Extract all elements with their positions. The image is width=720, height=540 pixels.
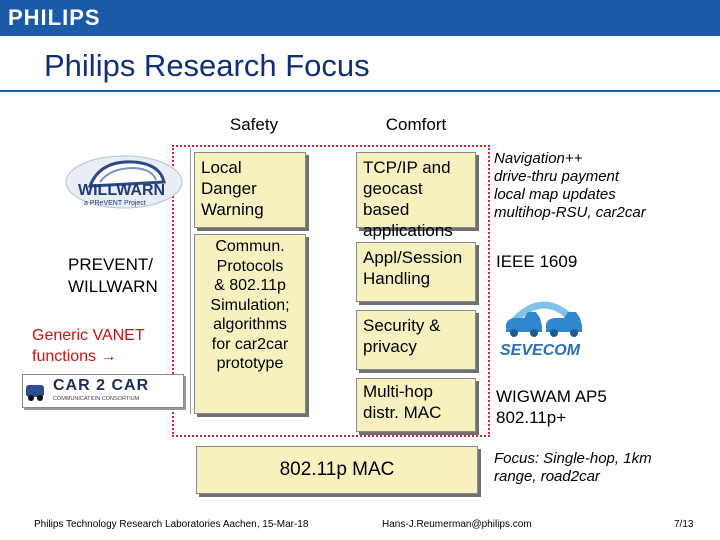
navigation-features-list: Navigation++ drive-thru payment local ma…: [494, 150, 646, 221]
box-appl-session-label: Appl/Session Handling: [363, 248, 463, 288]
header-bar: [0, 0, 720, 36]
box-appl-session: Appl/Session Handling: [356, 242, 476, 302]
car2car-logo-text: CAR 2 CAR: [53, 377, 150, 394]
willwarn-logo-graphic: [65, 155, 183, 209]
column-heading-comfort: Comfort: [385, 115, 447, 134]
generic-vanet-label: Generic VANET functions →: [32, 327, 145, 365]
ieee-1609-label: IEEE 1609: [496, 252, 578, 271]
focus-note: Focus: Single-hop, 1km range, road2car: [494, 450, 652, 485]
footer-email: Hans-J.Reumerman@philips.com: [382, 519, 532, 530]
footer-lab-date: Philips Technology Research Laboratories…: [34, 519, 309, 530]
prevent-willwarn-label: PREVENT/ WILLWARN: [68, 255, 158, 296]
car-icon: [23, 375, 47, 407]
box-tcpip-geocast-label: TCP/IP and geocast based applications: [363, 158, 453, 240]
car2car-logo: CAR 2 CAR COMMUNICATION CONSORTIUM: [22, 374, 184, 408]
sevecom-logo-graphic: [505, 301, 583, 337]
willwarn-logo-subtitle: a PReVENT Project: [84, 200, 146, 207]
box-multihop-mac: Multi-hop distr. MAC: [356, 378, 476, 432]
box-security-privacy: Security & privacy: [356, 310, 476, 370]
page-title: Philips Research Focus: [44, 48, 370, 83]
column-divider: [190, 148, 191, 414]
generic-functions-frame: [172, 145, 490, 437]
willwarn-logo-text: WILLWARN: [78, 182, 166, 199]
box-local-danger-warning: Local Danger Warning: [194, 152, 306, 228]
box-commun-protocols-label: Commun. Protocols & 802.11p Simulation; …: [210, 238, 290, 372]
car2car-logo-subtitle: COMMUNICATION CONSORTIUM: [53, 396, 140, 402]
box-local-danger-warning-label: Local Danger Warning: [201, 158, 264, 219]
sevecom-logo-text: SEVECOM: [500, 342, 581, 359]
box-80211p-mac-label: 802.11p MAC: [279, 459, 395, 480]
title-divider: [0, 90, 720, 92]
wigwam-label: WIGWAM AP5 802.11p+: [496, 387, 607, 427]
column-heading-safety: Safety: [229, 115, 279, 134]
sevecom-logo: SEVECOM: [496, 288, 592, 364]
box-tcpip-geocast: TCP/IP and geocast based applications: [356, 152, 476, 240]
box-80211p-mac: 802.11p MAC: [196, 446, 478, 494]
box-security-privacy-label: Security & privacy: [363, 316, 441, 356]
box-multihop-mac-label: Multi-hop distr. MAC: [363, 382, 442, 422]
willwarn-logo: WILLWARN a PReVENT Project: [60, 152, 188, 214]
footer-page-number: 7/13: [674, 519, 694, 530]
box-commun-protocols: Commun. Protocols & 802.11p Simulation; …: [194, 234, 306, 414]
philips-logo: PHILIPS: [8, 5, 101, 30]
